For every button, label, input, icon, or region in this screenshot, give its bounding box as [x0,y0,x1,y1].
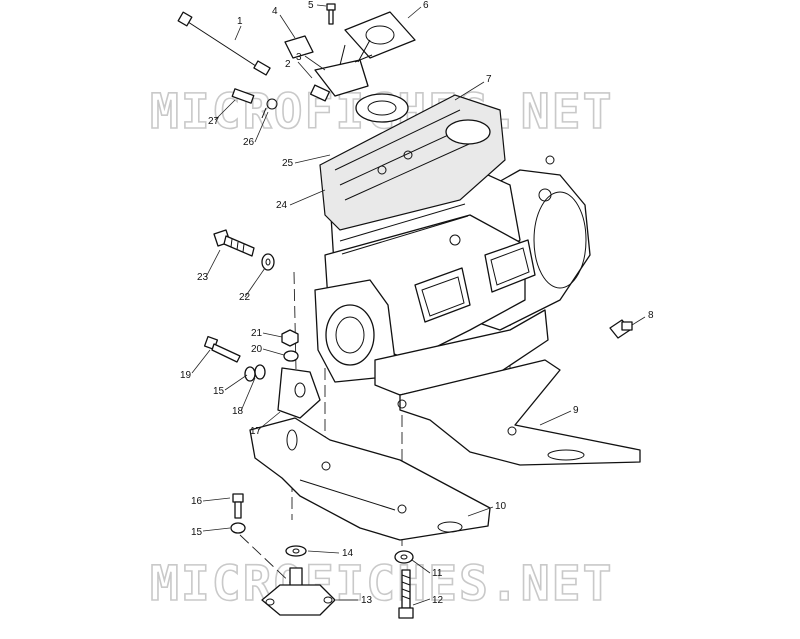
callout-5: 5 [308,0,314,11]
part-3-bracket [314,39,373,97]
part-26-clip [261,98,278,119]
callout-7: 7 [486,74,492,85]
callout-16: 16 [191,496,203,507]
callout-18: 18 [232,406,244,417]
part-21-nut [281,329,299,347]
part-14-washer [285,545,307,557]
part-1-cable [177,11,271,76]
callout-17: 17 [250,426,262,437]
part-15-washer-bottom [230,522,246,534]
part-5-bolt [326,3,336,25]
callout-22: 22 [239,292,251,303]
part-18-bracket [277,367,321,419]
part-6-gasket [344,11,416,59]
callout-6: 6 [423,0,429,11]
part-16-bolt [232,493,244,519]
callout-10: 10 [495,501,507,512]
part-27-bolt [231,88,255,104]
callout-19: 19 [180,370,192,381]
mount-plate-10 [249,417,491,541]
callout-11: 11 [432,568,443,579]
part-13-mount [261,567,336,616]
part-4-gasket [284,35,314,59]
callout-26: 26 [243,137,255,148]
callouts: 1 2 3 4 5 6 7 8 9 10 11 12 13 14 15 15 1… [180,0,654,606]
callout-15-bottom: 15 [191,527,203,538]
part-12-bolt [398,569,414,619]
callout-12: 12 [432,595,444,606]
callout-13: 13 [361,595,373,606]
callout-20: 20 [251,344,263,355]
leader-lines [191,4,646,606]
callout-24: 24 [276,200,288,211]
callout-15-left: 15 [213,386,225,397]
callout-4: 4 [272,6,278,17]
part-19-bolt [203,335,241,363]
callout-3: 3 [296,52,302,63]
callout-8: 8 [648,310,654,321]
part-2-sensor [309,84,331,102]
callout-21: 21 [251,328,263,339]
callout-25: 25 [282,158,294,169]
callout-9: 9 [573,405,579,416]
callout-1: 1 [237,16,243,27]
callout-14: 14 [342,548,354,559]
engine-block [314,93,591,396]
part-11-washer [394,550,414,564]
part-15-washers-left [244,364,266,382]
callout-23: 23 [197,272,209,283]
part-8-bolt [609,319,633,339]
part-22-washer [261,253,275,271]
mount-plate-9 [397,359,641,466]
callout-2: 2 [285,59,291,70]
part-23-bolt [213,229,255,257]
callout-27: 27 [208,116,220,127]
part-20-washer [283,350,299,362]
watermark-bottom: MICROFICHES.NET [150,556,613,612]
